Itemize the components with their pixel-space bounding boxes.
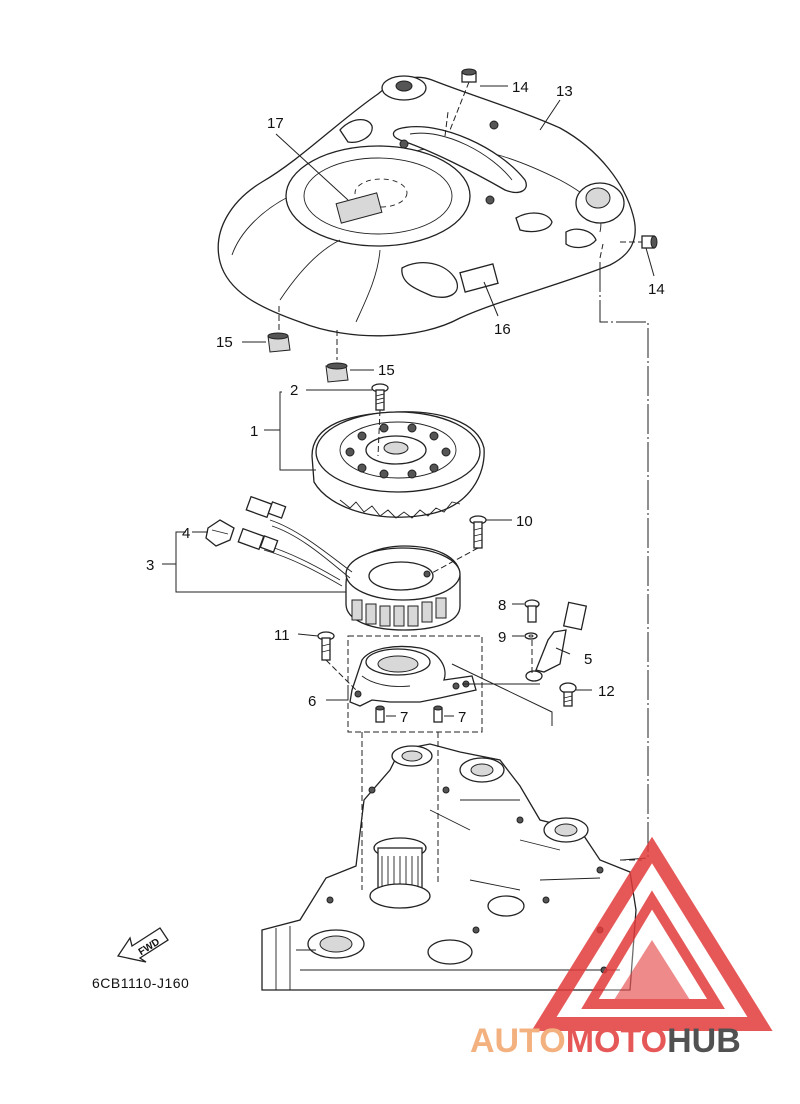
label-part-7b: 7	[458, 709, 466, 726]
washer-part-9	[524, 632, 538, 640]
automotohub-watermark: AUTOMOTOHUB	[470, 836, 773, 1060]
bolt-part-10	[429, 515, 487, 575]
label-part-3: 3	[146, 557, 154, 574]
label-part-16: 16	[494, 321, 511, 338]
label-part-12: 12	[598, 683, 615, 700]
label-part-4: 4	[182, 525, 190, 542]
label-part-8: 8	[498, 597, 506, 614]
dowel-pin-part-7b	[433, 705, 443, 723]
stator-coil-part-3	[237, 495, 461, 631]
flywheel-bolt-part-2	[371, 383, 389, 411]
pulser-coil-part-5	[525, 601, 588, 682]
label-part-6: 6	[308, 693, 316, 710]
bolt-part-8	[524, 599, 540, 623]
fwd-direction-arrow: FWD	[116, 927, 169, 963]
label-part-10: 10	[516, 513, 533, 530]
label-part-9: 9	[498, 629, 506, 646]
diagram-code: 6CB1110-J160	[92, 975, 189, 991]
watermark-hub: HUB	[667, 1022, 741, 1060]
svg-text:AUTOMOTOHUB: AUTOMOTOHUB	[470, 1022, 741, 1060]
flywheel-part-1	[311, 409, 485, 519]
damper-part-15-right	[325, 330, 349, 383]
watermark-triangle-logo	[531, 836, 773, 1031]
label-part-14-top: 14	[512, 79, 529, 96]
label-part-7a: 7	[400, 709, 408, 726]
label-part-13: 13	[556, 83, 573, 100]
base-plate-part-6	[349, 645, 477, 707]
label-part-2: 2	[290, 382, 298, 399]
flywheel-cover-part-13	[217, 75, 636, 337]
label-part-1: 1	[250, 423, 258, 440]
engine-block	[261, 743, 637, 991]
label-part-15-left: 15	[216, 334, 233, 351]
leader-lines	[162, 85, 655, 717]
watermark-auto: AUTO	[470, 1022, 566, 1060]
damper-part-15-left	[267, 306, 291, 353]
bolt-part-12	[559, 682, 577, 707]
label-part-5: 5	[584, 651, 592, 668]
grommet-part-14-right	[620, 235, 658, 249]
label-part-17: 17	[267, 115, 284, 132]
clamp-part-4	[205, 519, 235, 547]
bolt-part-11	[317, 631, 357, 691]
label-part-11: 11	[274, 627, 290, 644]
label-part-14-right: 14	[648, 281, 665, 298]
dowel-pin-part-7a	[375, 705, 385, 723]
watermark-moto: MOTO	[566, 1022, 667, 1060]
part-number-labels: 14 13 17 14 16 15 15 2 1 10 4 3 8 9 11 5…	[146, 79, 665, 726]
label-part-15-right: 15	[378, 362, 395, 379]
grommet-part-14-top	[449, 68, 477, 131]
